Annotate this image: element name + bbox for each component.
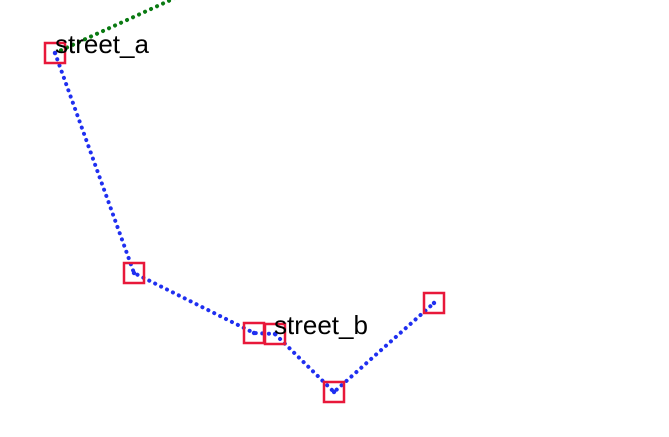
vertex-marker[interactable] bbox=[43, 41, 67, 65]
vertex-marker[interactable] bbox=[122, 261, 146, 285]
vertex-marker[interactable] bbox=[263, 322, 287, 346]
street-a-group bbox=[53, 0, 176, 55]
street-b-group bbox=[53, 51, 436, 395]
street-a-label: street_a bbox=[55, 29, 149, 59]
street-a-line bbox=[53, 0, 176, 55]
vertex-markers bbox=[43, 41, 446, 404]
vertex-marker[interactable] bbox=[322, 380, 346, 404]
vertex-marker[interactable] bbox=[422, 291, 446, 315]
street-b-line bbox=[53, 51, 436, 395]
street-b-label: street_b bbox=[274, 310, 368, 340]
